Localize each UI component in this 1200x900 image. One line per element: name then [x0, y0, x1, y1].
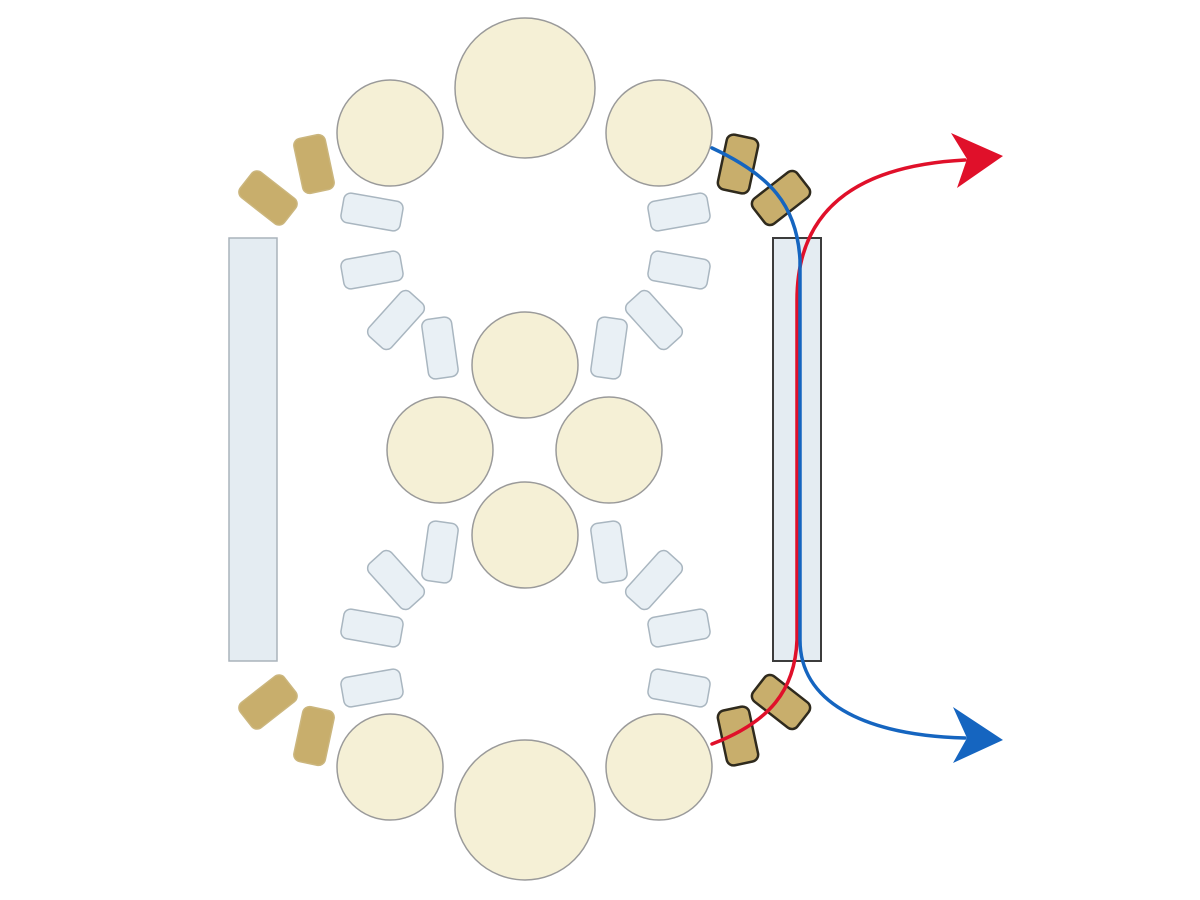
guide-block — [366, 549, 426, 611]
guide-block — [421, 316, 459, 380]
blue-path — [710, 146, 967, 740]
red-arrow-head — [951, 133, 1003, 188]
guide-block — [647, 192, 711, 232]
red-path — [710, 158, 967, 746]
roller-center-left — [386, 396, 494, 504]
guide-block — [340, 608, 404, 648]
guide-block — [340, 668, 404, 708]
large-roller-top — [454, 17, 596, 159]
friction-pad — [750, 673, 812, 731]
friction-pad — [293, 705, 335, 767]
roller-top-right — [605, 79, 713, 187]
left-side-plate — [228, 237, 278, 662]
guide-block — [590, 520, 628, 584]
roller-bottom-left — [336, 713, 444, 821]
large-roller-bottom — [454, 739, 596, 881]
guide-block — [624, 549, 684, 611]
guide-block — [340, 250, 404, 290]
friction-pad — [238, 674, 298, 730]
roller-bottom-right — [605, 713, 713, 821]
roller-center-right — [555, 396, 663, 504]
guide-block — [647, 668, 711, 708]
friction-pad — [238, 170, 298, 226]
friction-pad — [716, 133, 760, 195]
guide-block — [421, 520, 459, 584]
guide-block — [624, 289, 684, 351]
guide-block — [340, 192, 404, 232]
roller-top-left — [336, 79, 444, 187]
blue-arrow-head — [953, 707, 1003, 763]
guide-block — [590, 316, 628, 380]
friction-pad — [293, 133, 335, 195]
guide-block — [647, 250, 711, 290]
roller-center-top — [471, 311, 579, 419]
guide-block — [366, 289, 426, 351]
guide-block — [647, 608, 711, 648]
roller-center-bottom — [471, 481, 579, 589]
